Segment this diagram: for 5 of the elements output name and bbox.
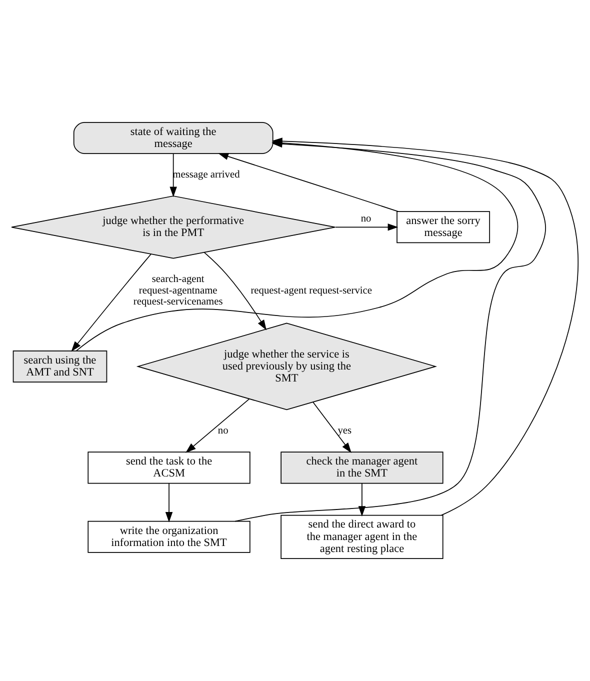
edge-label: search-agent request-agentname request-servicenames <box>133 274 223 308</box>
edge-label: yes <box>338 426 352 437</box>
edge-label: no <box>218 426 228 437</box>
edge-label: no <box>360 214 372 225</box>
edge-label: request-agent request-service <box>250 285 372 296</box>
